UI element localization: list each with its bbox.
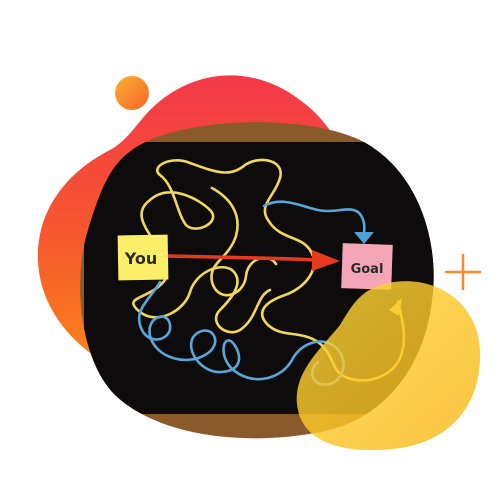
decorative-dot bbox=[115, 76, 149, 110]
goal-note-label: Goal bbox=[351, 262, 384, 277]
plus-icon bbox=[444, 253, 482, 291]
blue-arrow-head bbox=[354, 232, 374, 244]
direct-arrow-head bbox=[312, 250, 340, 271]
foreground-blob-yellow bbox=[296, 281, 481, 451]
you-sticky-note: You bbox=[117, 234, 169, 281]
blue-top-path bbox=[262, 200, 366, 238]
you-note-label: You bbox=[124, 249, 158, 268]
yellow-wavy-path-3 bbox=[210, 186, 278, 297]
goal-sticky-note: Goal bbox=[341, 243, 393, 290]
direct-arrow-line bbox=[166, 254, 322, 262]
